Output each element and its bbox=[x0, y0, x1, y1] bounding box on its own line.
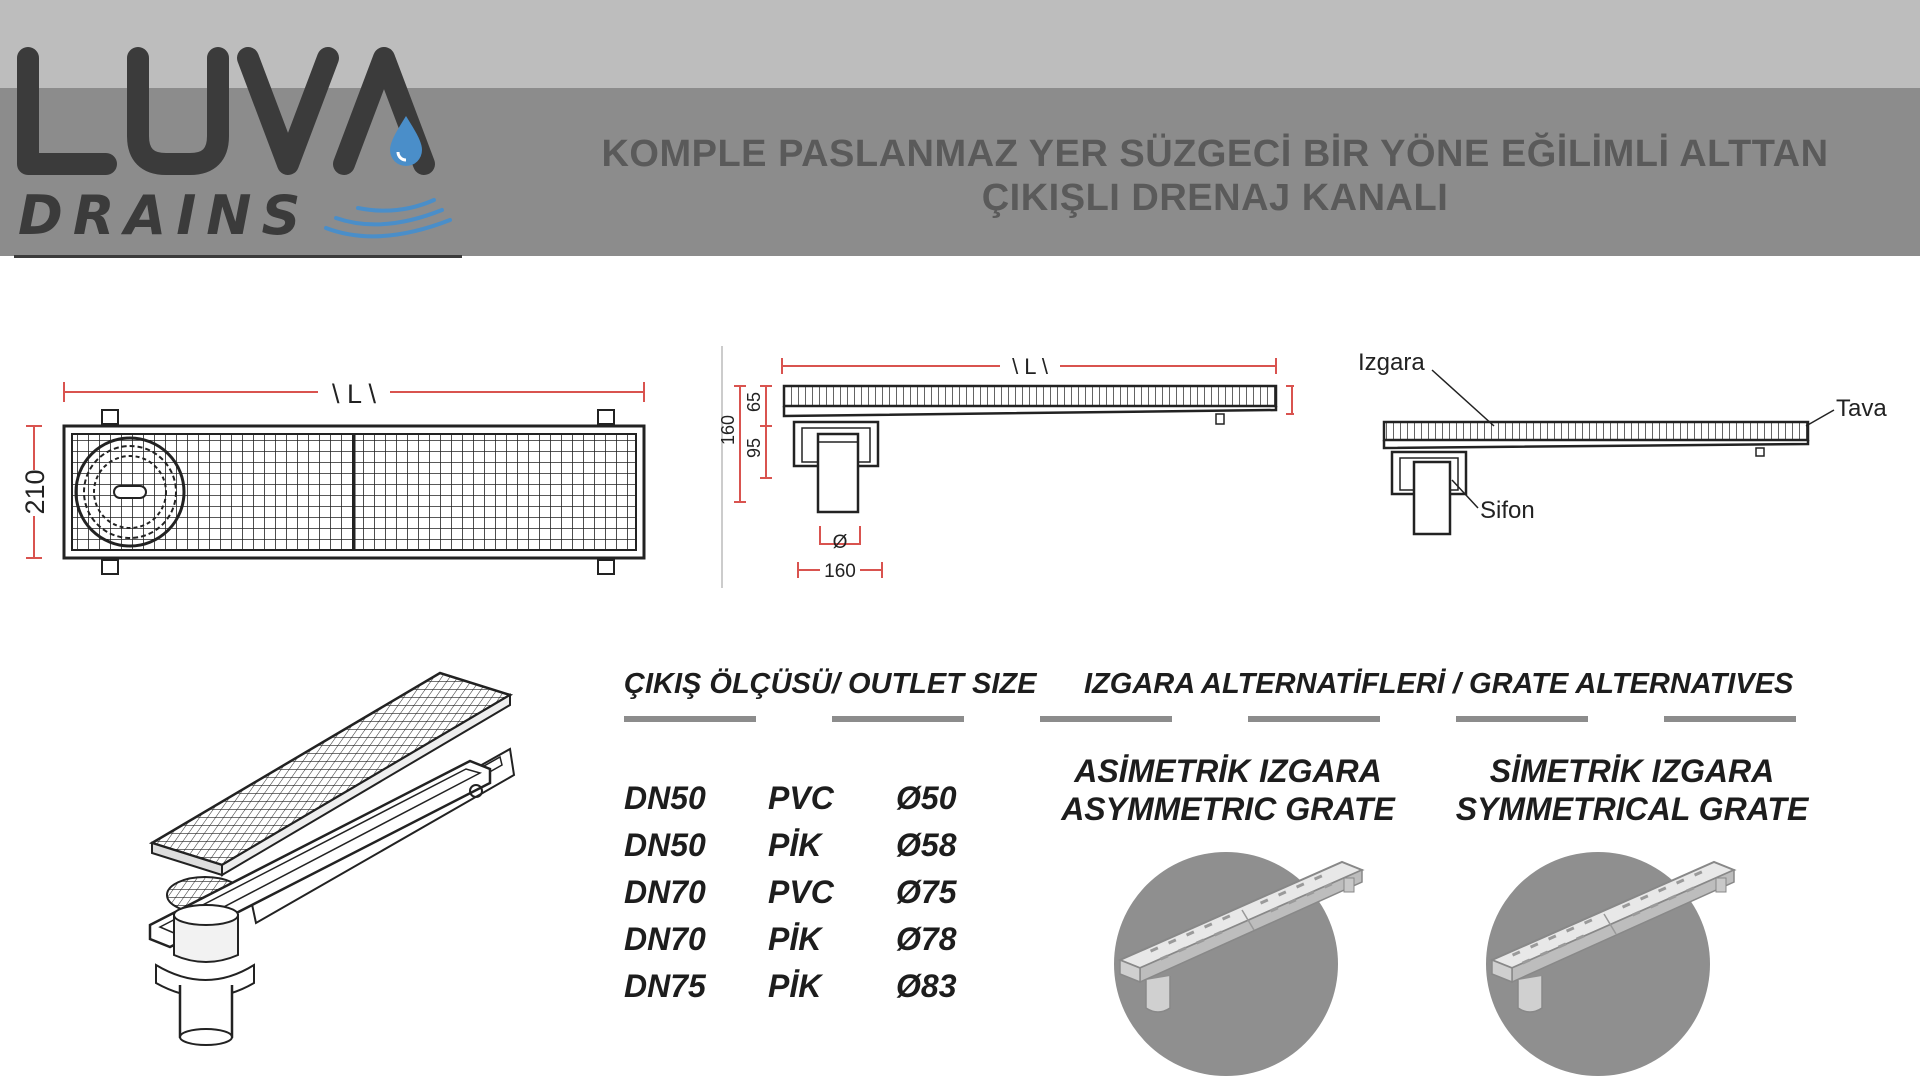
side-dim-95: 95 bbox=[744, 438, 764, 458]
asymmetric-grate-title-en: ASYMMETRIC GRATE bbox=[1061, 791, 1395, 827]
plan-view-drawing bbox=[20, 376, 646, 575]
outlet-material: PİK bbox=[768, 921, 822, 957]
outlet-diameter: Ø58 bbox=[896, 827, 957, 863]
header-band bbox=[0, 88, 1920, 256]
side-dim-160-horizontal: 160 bbox=[824, 561, 856, 582]
section-divider-bar bbox=[1248, 716, 1380, 722]
grate-callout-label: Izgara bbox=[1358, 349, 1425, 376]
brand-logo bbox=[17, 47, 435, 175]
outlet-material: PVC bbox=[768, 874, 834, 910]
plan-width-label: 210 bbox=[20, 469, 50, 514]
logo-underline bbox=[14, 255, 462, 258]
plan-length-label: \ L \ bbox=[332, 379, 377, 409]
side-dim-160-vertical: 160 bbox=[718, 415, 738, 445]
siphon-callout-label: Sifon bbox=[1480, 497, 1535, 524]
outlet-dn: DN50 bbox=[624, 780, 706, 816]
outlet-dn: DN75 bbox=[624, 968, 706, 1004]
asymmetric-grate-title-tr: ASİMETRİK IZGARA bbox=[1074, 753, 1382, 789]
water-wave-icon bbox=[324, 198, 452, 239]
outlet-material: PİK bbox=[768, 827, 822, 863]
labeled-view-drawing bbox=[1382, 369, 1835, 536]
page-title-line-2: ÇIKIŞLI DRENAJ KANALI bbox=[981, 177, 1449, 219]
outlet-size-heading: ÇIKIŞ ÖLÇÜSÜ/ OUTLET SIZE bbox=[624, 668, 1037, 700]
grate-alternatives-heading: IZGARA ALTERNATİFLERİ / GRATE ALTERNATIV… bbox=[1084, 668, 1794, 700]
section-divider-bar bbox=[624, 716, 756, 722]
symmetric-grate-title: SİMETRİK IZGARA SYMMETRICAL GRATE bbox=[1432, 752, 1832, 828]
tray-callout-label: Tava bbox=[1836, 395, 1887, 422]
asymmetric-grate-image bbox=[1114, 852, 1365, 1076]
asymmetric-grate-title: ASİMETRİK IZGARA ASYMMETRIC GRATE bbox=[1028, 752, 1428, 828]
symmetric-grate-image bbox=[1486, 852, 1737, 1076]
isometric-exploded-drawing bbox=[148, 671, 516, 1046]
outlet-diameter: Ø50 bbox=[896, 780, 957, 816]
section-divider-bar bbox=[832, 716, 964, 722]
outlet-diameter: Ø78 bbox=[896, 921, 957, 957]
symmetric-grate-title-en: SYMMETRICAL GRATE bbox=[1455, 791, 1809, 827]
page-title: KOMPLE PASLANMAZ YER SÜZGECİ BİR YÖNE EĞ… bbox=[560, 132, 1870, 220]
technical-drawings: \ L \ 210 \ L \ 65 95 160 Ø 160 bbox=[20, 346, 1887, 588]
side-dim-65: 65 bbox=[744, 392, 764, 412]
outlet-material: PİK bbox=[768, 968, 822, 1004]
side-view-drawing bbox=[734, 352, 1294, 581]
section-divider-bar bbox=[1664, 716, 1796, 722]
side-dim-diameter: Ø bbox=[833, 532, 848, 553]
side-length-label: \ L \ bbox=[1012, 354, 1049, 379]
brand-secondary-text: DRAINS bbox=[18, 184, 311, 247]
section-divider-bar bbox=[1040, 716, 1172, 722]
page-title-line-1: KOMPLE PASLANMAZ YER SÜZGECİ BİR YÖNE EĞ… bbox=[601, 133, 1829, 175]
outlet-diameter: Ø83 bbox=[896, 968, 957, 1004]
section-divider-bar bbox=[1456, 716, 1588, 722]
outlet-dn: DN50 bbox=[624, 827, 706, 863]
symmetric-grate-title-tr: SİMETRİK IZGARA bbox=[1489, 753, 1775, 789]
outlet-dn: DN70 bbox=[624, 921, 706, 957]
outlet-material: PVC bbox=[768, 780, 834, 816]
outlet-dn: DN70 bbox=[624, 874, 706, 910]
outlet-diameter: Ø75 bbox=[896, 874, 957, 910]
